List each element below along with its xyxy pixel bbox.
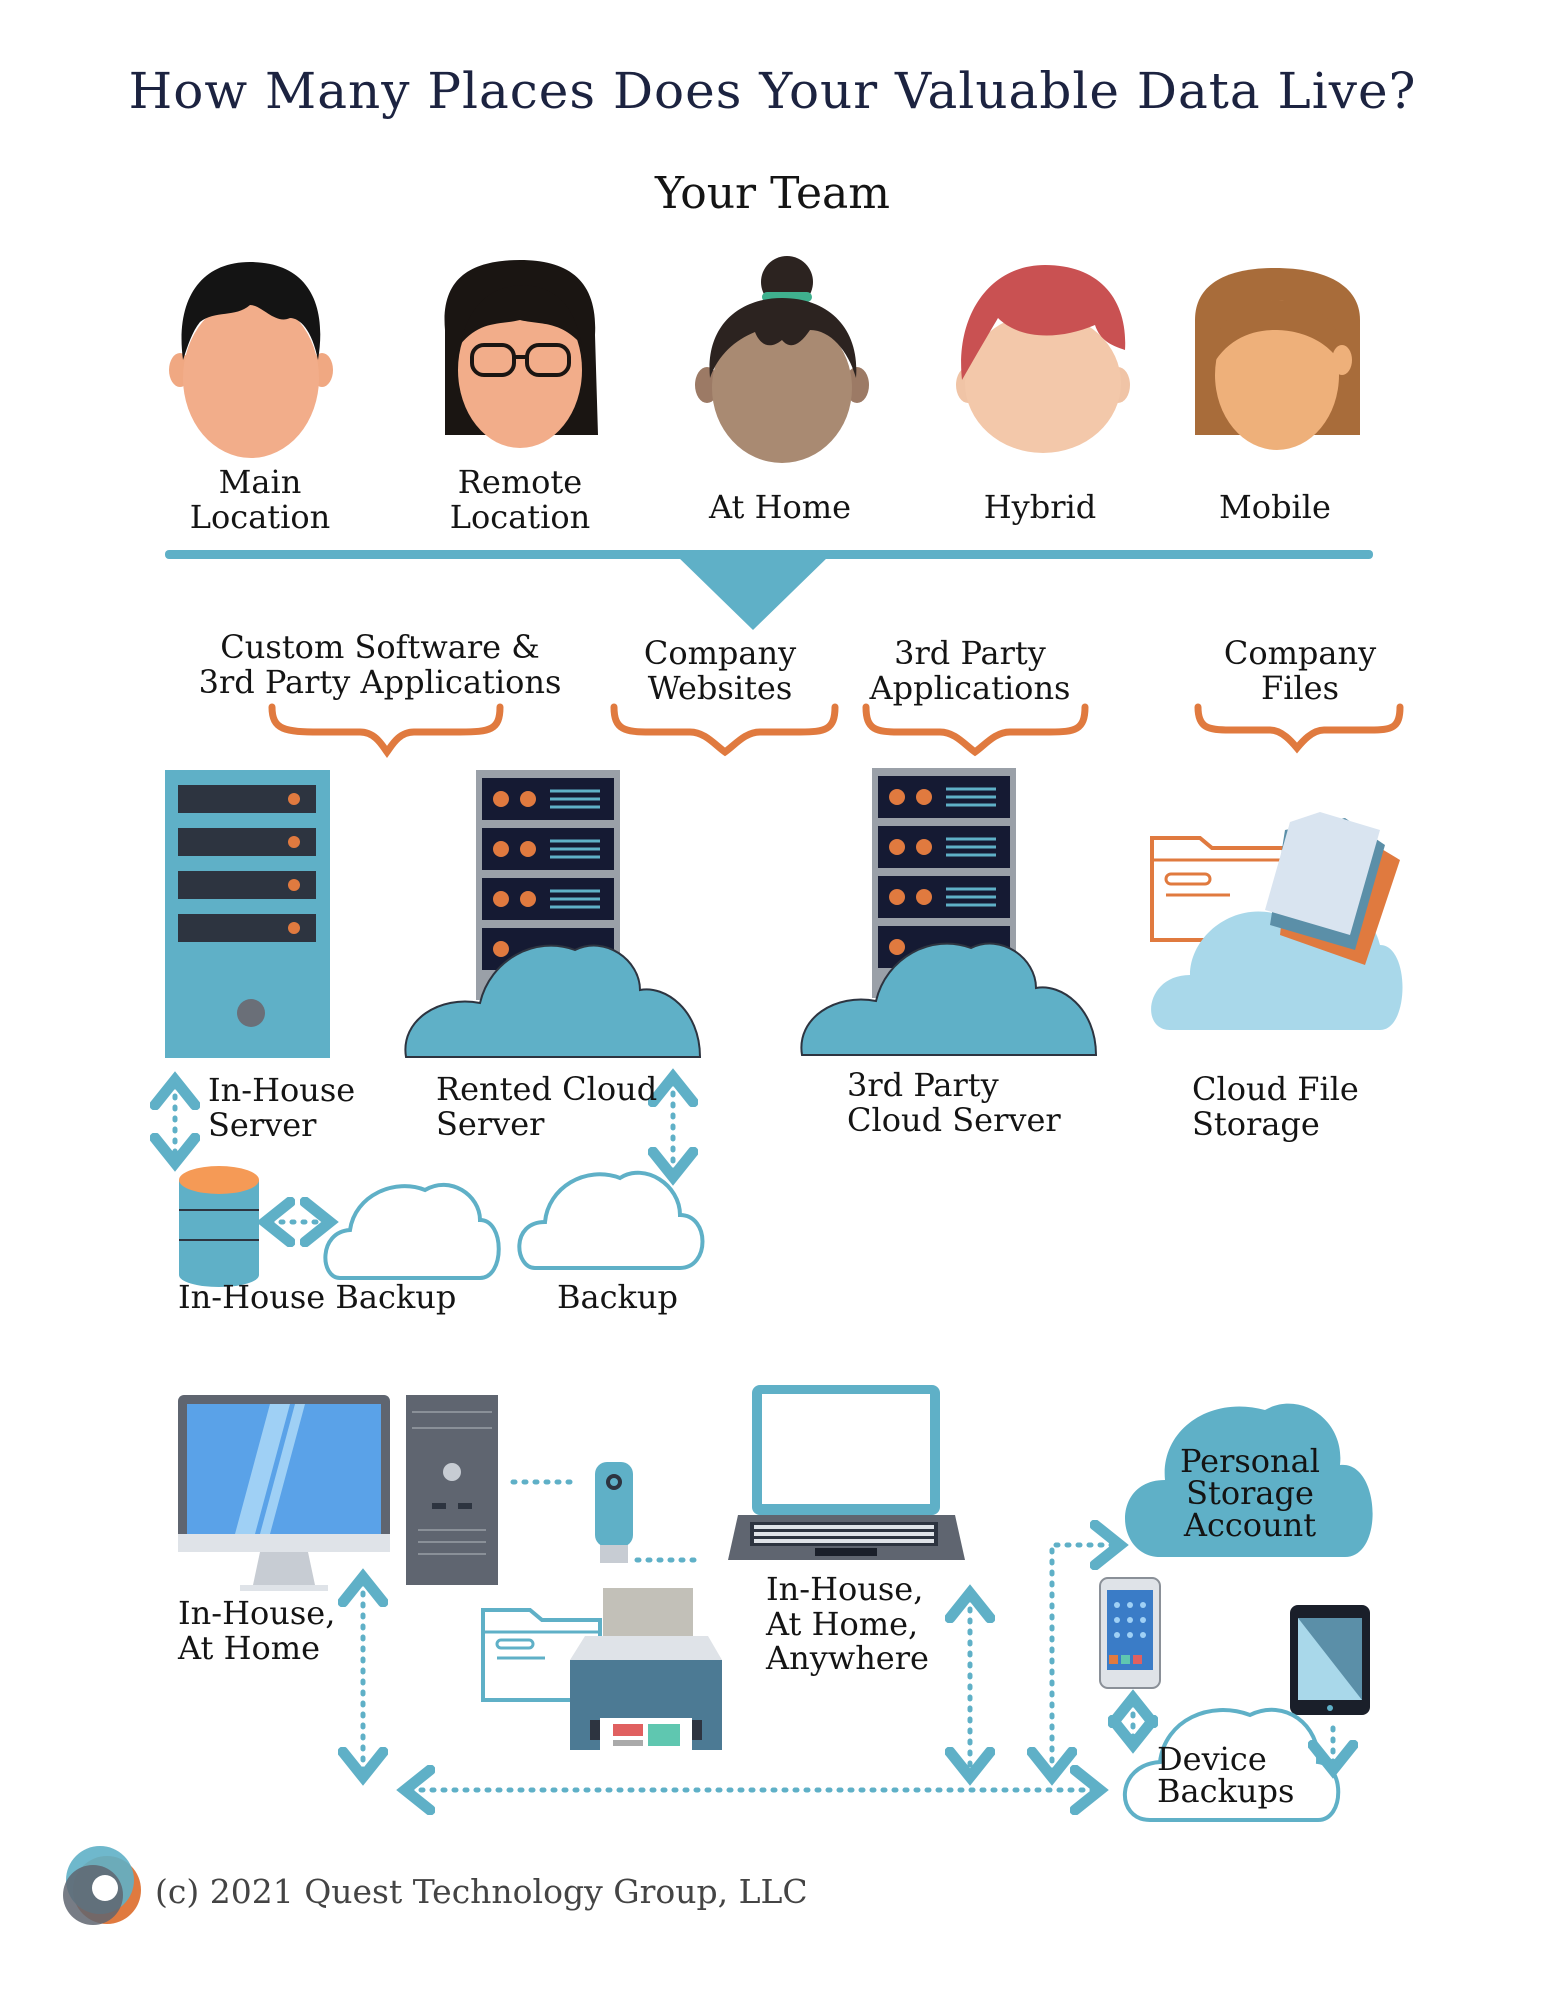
funnel-arrow	[676, 555, 830, 630]
personal-storage-cloud-icon	[1125, 1403, 1373, 1557]
team-label-mobile: Mobile	[1219, 488, 1331, 526]
label-device-backups: Device Backups	[1157, 1740, 1295, 1810]
team-heading: Your Team	[655, 168, 890, 219]
category-custom-software: Custom Software & 3rd Party Applications	[198, 628, 562, 701]
mobile-person-icon	[1195, 268, 1360, 450]
team-label-hybrid: Hybrid	[983, 488, 1097, 526]
usb-drive-icon	[595, 1462, 633, 1563]
tablet-icon	[1290, 1605, 1370, 1715]
laptop-icon	[728, 1385, 965, 1560]
label-laptop-anywhere: In-House, At Home, Anywhere	[766, 1570, 929, 1678]
brace-company-files	[1194, 703, 1404, 754]
label-in-house-server: In-House Server	[208, 1071, 356, 1144]
team-label-remote-location: Remote Location	[449, 463, 591, 536]
at-home-person-icon	[695, 256, 869, 463]
in-house-backup-cloud-icon	[323, 1182, 501, 1280]
in-house-server-icon	[165, 770, 330, 1058]
label-rented-cloud-server: Rented Cloud Server	[436, 1070, 658, 1143]
rented-cloud-server-icon	[404, 770, 702, 1058]
main-location-person-icon	[169, 262, 333, 458]
remote-location-person-icon	[444, 260, 598, 448]
brace-websites	[610, 703, 839, 757]
team-label-main-location: Main Location	[189, 463, 331, 536]
label-desktop-in-house-at-home: In-House, At Home	[178, 1594, 336, 1667]
quest-logo-icon	[63, 1846, 141, 1925]
label-3rd-party-cloud-server: 3rd Party Cloud Server	[847, 1066, 1061, 1139]
printer-icon	[570, 1588, 722, 1758]
3rd-party-cloud-server-icon	[800, 768, 1098, 1056]
category-3rd-party-applications: 3rd Party Applications	[869, 634, 1071, 707]
category-company-files: Company Files	[1223, 634, 1377, 707]
team-divider	[165, 550, 1373, 559]
cloud-file-storage-icon	[1150, 812, 1403, 1030]
device-backups-cloud-icon	[1123, 1707, 1341, 1822]
brace-custom-software	[268, 703, 504, 759]
label-in-house-backup: In-House Backup	[178, 1278, 457, 1316]
smartphone-icon	[1099, 1577, 1161, 1689]
team-label-at-home: At Home	[708, 488, 852, 526]
label-cloud-file-storage: Cloud File Storage	[1192, 1070, 1359, 1143]
category-company-websites: Company Websites	[643, 634, 797, 707]
brace-3rd-party	[862, 703, 1089, 757]
desktop-computer-icon	[178, 1395, 390, 1591]
backup-cloud-icon	[517, 1170, 705, 1270]
desktop-tower-icon	[406, 1395, 498, 1585]
in-house-backup-database-icon	[179, 1166, 259, 1287]
page-title: How Many Places Does Your Valuable Data …	[128, 62, 1417, 120]
copyright-footer: (c) 2021 Quest Technology Group, LLC	[155, 1872, 808, 1911]
hybrid-person-icon	[956, 265, 1130, 453]
label-personal-storage-account: Personal Storage Account	[1180, 1442, 1320, 1544]
label-backup: Backup	[557, 1278, 678, 1316]
